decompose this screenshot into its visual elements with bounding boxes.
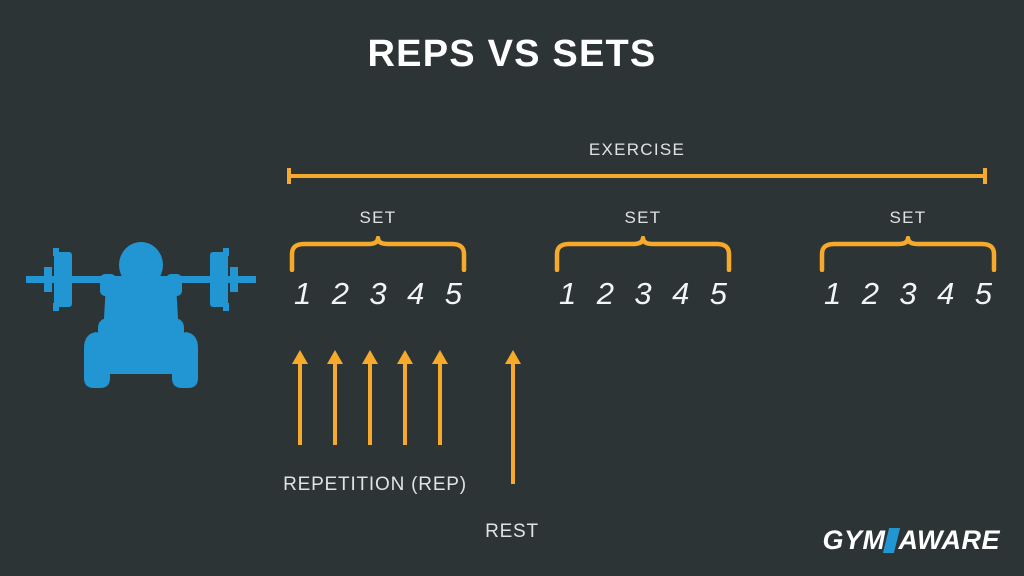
set-label: SET <box>889 208 927 227</box>
rep-number: 2 <box>596 276 614 311</box>
set-rep-numbers: 1 2 3 4 5 <box>288 276 468 312</box>
page-title: REPS VS SETS <box>367 33 657 75</box>
logo-text-gym: GYM <box>822 525 886 555</box>
rest-label: REST <box>485 521 539 542</box>
repetition-arrow <box>327 350 343 445</box>
rep-number: 1 <box>824 276 842 311</box>
repetition-arrow <box>432 350 448 445</box>
repetition-arrow <box>397 350 413 445</box>
set-group-1: SET 1 2 3 4 5 <box>288 208 468 328</box>
gymaware-logo: GYM AWARE <box>822 525 1000 556</box>
rep-number: 5 <box>709 276 727 311</box>
rep-number: 4 <box>937 276 955 311</box>
rep-number: 5 <box>444 276 462 311</box>
set-brace-icon <box>553 235 733 273</box>
set-label: SET <box>624 208 662 227</box>
rep-number: 5 <box>974 276 992 311</box>
logo-text-aware: AWARE <box>898 525 1000 555</box>
set-rep-numbers: 1 2 3 4 5 <box>818 276 998 312</box>
exercise-span-cap-right <box>983 168 987 184</box>
repetition-arrows-group <box>292 350 457 445</box>
rest-arrow <box>503 350 523 484</box>
set-rep-numbers: 1 2 3 4 5 <box>553 276 733 312</box>
rep-number: 1 <box>294 276 312 311</box>
set-group-2: SET 1 2 3 4 5 <box>553 208 733 328</box>
rep-number: 1 <box>559 276 577 311</box>
exercise-span-cap-left <box>287 168 291 184</box>
set-group-3: SET 1 2 3 4 5 <box>818 208 998 328</box>
set-brace-icon <box>288 235 468 273</box>
exercise-span-bar <box>287 174 987 178</box>
rep-number: 2 <box>331 276 349 311</box>
set-brace-icon <box>818 235 998 273</box>
rep-number: 4 <box>407 276 425 311</box>
weightlifter-squat-icon <box>16 240 266 390</box>
rep-number: 3 <box>899 276 917 311</box>
repetition-arrow <box>362 350 378 445</box>
set-label: SET <box>359 208 397 227</box>
exercise-label: EXERCISE <box>588 140 686 159</box>
rep-number: 2 <box>861 276 879 311</box>
rep-number: 4 <box>672 276 690 311</box>
repetition-arrow <box>292 350 308 445</box>
rep-number: 3 <box>634 276 652 311</box>
rep-number: 3 <box>369 276 387 311</box>
repetition-label: REPETITION (REP) <box>283 474 467 495</box>
